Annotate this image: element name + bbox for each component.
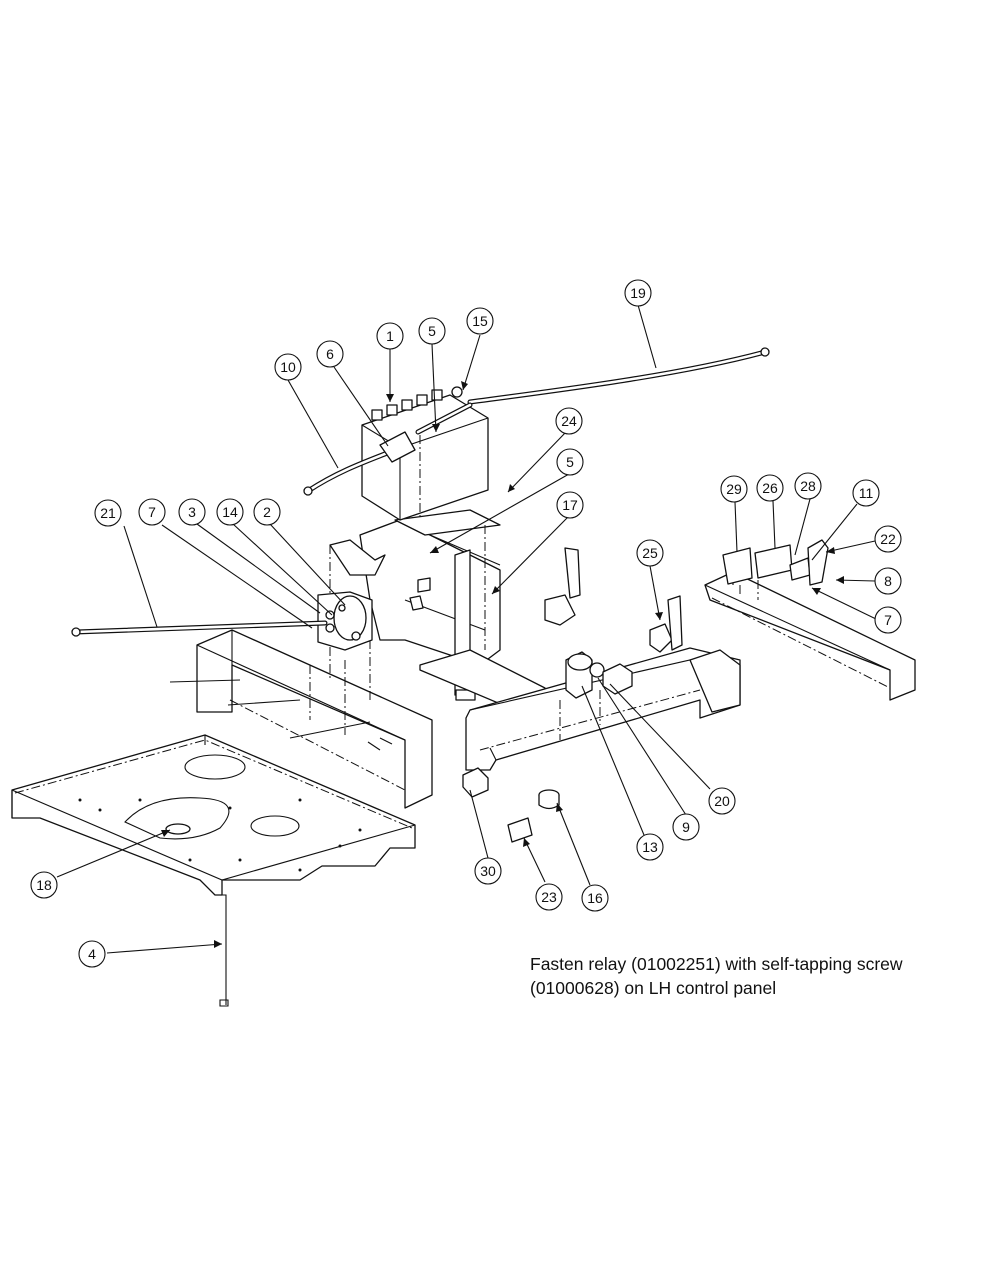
- callout-label: 6: [326, 346, 334, 362]
- callout-label: 30: [480, 863, 496, 879]
- callout-label: 22: [880, 531, 896, 547]
- assembly-note-line-2: (01000628) on LH control panel: [530, 978, 777, 998]
- cables: [71, 347, 770, 637]
- callout-17: 17: [556, 491, 584, 519]
- callout-26: 26: [756, 474, 784, 502]
- callout-label: 11: [859, 485, 874, 501]
- callout-label: 10: [280, 359, 296, 375]
- leader-lines: [56, 304, 877, 954]
- callout-label: 13: [642, 839, 658, 855]
- callout-7-left: 7: [138, 498, 166, 526]
- callout-label: 8: [884, 573, 892, 589]
- callout-15: 15: [466, 307, 494, 335]
- callout-label: 18: [36, 877, 52, 893]
- callout-23: 23: [535, 883, 563, 911]
- solenoid-assembly: [317, 577, 431, 651]
- battery-tray: [329, 509, 546, 709]
- callout-7-right: 7: [874, 606, 902, 634]
- callout-24: 24: [555, 407, 583, 435]
- callout-label: 19: [630, 285, 646, 301]
- callout-9: 9: [672, 813, 700, 841]
- callout-25: 25: [636, 539, 664, 567]
- right-cross-member: [704, 539, 916, 701]
- loose-parts: [462, 767, 560, 843]
- callout-label: 28: [800, 478, 816, 494]
- callout-2: 2: [253, 498, 281, 526]
- callout-label: 21: [100, 505, 116, 521]
- callout-label: 5: [566, 454, 574, 470]
- callout-label: 29: [726, 481, 742, 497]
- callout-label: 20: [714, 793, 730, 809]
- callout-label: 9: [682, 819, 690, 835]
- left-cross-member: [169, 629, 433, 809]
- callout-3: 3: [178, 498, 206, 526]
- callout-label: 15: [472, 313, 488, 329]
- callout-30: 30: [474, 857, 502, 885]
- callout-11: 11: [852, 479, 880, 507]
- callout-label: 5: [428, 323, 436, 339]
- callout-13: 13: [636, 833, 664, 861]
- assembly-note-line-1: Fasten relay (01002251) with self-tappin…: [530, 954, 903, 974]
- callout-29: 29: [720, 475, 748, 503]
- callout-label: 7: [148, 504, 156, 520]
- callout-label: 3: [188, 504, 196, 520]
- callout-label: 23: [541, 889, 557, 905]
- callout-19: 19: [624, 279, 652, 307]
- callout-18: 18: [30, 871, 58, 899]
- lh-control-panel: [465, 547, 741, 771]
- callout-5-tray: 5: [556, 448, 584, 476]
- callout-label: 4: [88, 946, 96, 962]
- assembly-note: Fasten relay (01002251) with self-tappin…: [530, 952, 970, 1000]
- callout-22: 22: [874, 525, 902, 553]
- callout-label: 14: [222, 504, 238, 520]
- callout-20: 20: [708, 787, 736, 815]
- callout-label: 7: [884, 612, 892, 628]
- callout-6: 6: [316, 340, 344, 368]
- callout-5-top: 5: [418, 317, 446, 345]
- callout-14: 14: [216, 498, 244, 526]
- frame-base-plate: [11, 734, 416, 1007]
- callout-label: 17: [562, 497, 578, 513]
- callout-label: 16: [587, 890, 603, 906]
- callout-1: 1: [376, 322, 404, 350]
- callout-21: 21: [94, 499, 122, 527]
- callout-8: 8: [874, 567, 902, 595]
- callout-4: 4: [78, 940, 106, 968]
- callout-label: 1: [386, 328, 394, 344]
- callout-label: 26: [762, 480, 778, 496]
- callout-label: 25: [642, 545, 658, 561]
- callout-16: 16: [581, 884, 609, 912]
- callout-28: 28: [794, 472, 822, 500]
- callout-label: 24: [561, 413, 577, 429]
- callout-label: 2: [263, 504, 271, 520]
- callout-10: 10: [274, 353, 302, 381]
